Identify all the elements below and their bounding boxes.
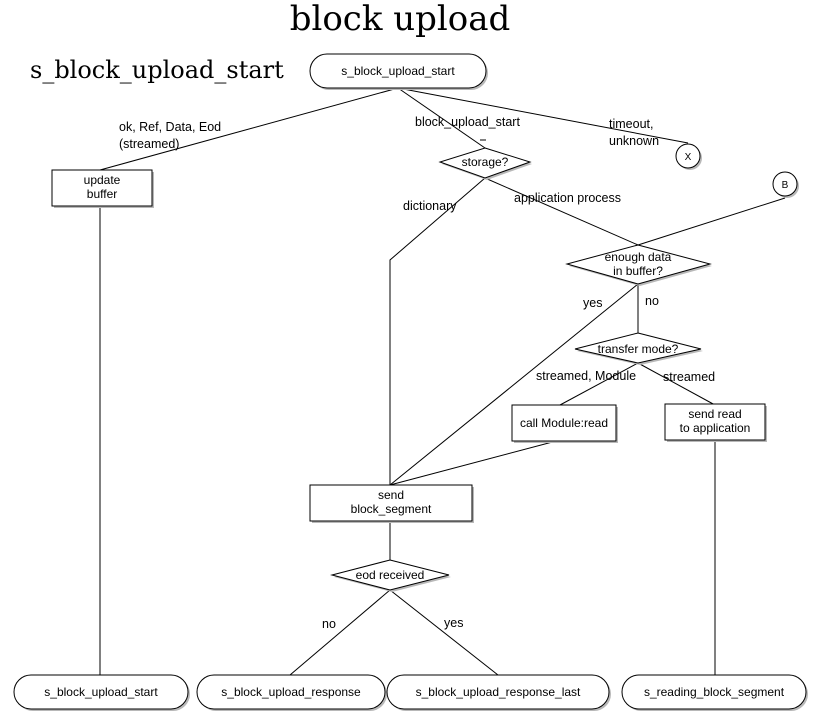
node-update-buffer-line2: buffer [87, 187, 117, 201]
node-x-label: X [685, 152, 692, 163]
node-eod-received-decision: eod received [330, 559, 451, 592]
edge-storage-to-send-segment [389, 177, 486, 485]
label-block-upload-start: block_upload_start [415, 115, 520, 129]
label-no-enough: no [645, 294, 659, 308]
label-yes-enough: yes [583, 296, 602, 310]
label-streamed: streamed [663, 370, 715, 384]
node-end-response-last-label: s_block_upload_response_last [416, 685, 581, 699]
label-streamed-paren: (streamed) [119, 137, 179, 151]
edge-start-to-update-buffer [99, 87, 399, 171]
node-end-start-label: s_block_upload_start [44, 685, 158, 699]
node-storage-label: storage? [462, 155, 509, 169]
label-yes-eod: yes [444, 616, 463, 630]
node-end-response-label: s_block_upload_response [221, 685, 361, 699]
node-transfer-mode-decision: transfer mode? [574, 332, 703, 365]
label-no-eod: no [322, 617, 336, 631]
label-timeout: timeout, [609, 117, 653, 131]
node-x-connector: X [675, 143, 702, 170]
edge-eod-yes-to-end-response-last [389, 589, 499, 676]
node-call-module-read: call Module:read [511, 404, 618, 443]
node-enough-data-decision: enough data in buffer? [565, 244, 712, 286]
node-send-segment-line1: send [378, 488, 404, 502]
label-streamed-module: streamed, Module [536, 369, 636, 383]
edge-eod-no-to-end-response [289, 589, 391, 676]
edge-start-to-storage [397, 87, 486, 149]
label-application-process: application process [514, 191, 621, 205]
edge-transfer-to-send-read [637, 362, 716, 406]
node-enough-line1: enough data [605, 250, 672, 264]
node-call-module-read-label: call Module:read [520, 416, 608, 430]
node-update-buffer-line1: update [84, 173, 121, 187]
diagram-title: block upload [290, 0, 511, 39]
node-end-reading: s_reading_block_segment [621, 674, 808, 711]
node-send-read-line2: to application [680, 421, 751, 435]
node-storage-decision: storage? [438, 147, 532, 180]
label-ok-ref-data-eod: ok, Ref, Data, Eod [119, 120, 221, 134]
node-start: s_block_upload_start [309, 53, 488, 90]
node-enough-line2: in buffer? [613, 264, 663, 278]
node-end-reading-label: s_reading_block_segment [644, 685, 785, 699]
node-eod-received-label: eod received [356, 568, 425, 582]
edge-enough-yes-to-send-segment [389, 283, 639, 486]
node-end-response: s_block_upload_response [196, 674, 387, 711]
edge-labels: ok, Ref, Data, Eod (streamed) block_uplo… [119, 115, 715, 631]
label-unknown: unknown [609, 134, 659, 148]
node-send-segment-line2: block_segment [351, 502, 432, 516]
node-send-read-line1: send read [688, 407, 741, 421]
edge-call-module-to-send-segment [389, 439, 561, 486]
edges [99, 87, 786, 676]
edge-transfer-to-call-module [559, 362, 639, 406]
node-b-label: B [782, 180, 789, 191]
node-transfer-mode-label: transfer mode? [598, 342, 679, 356]
state-name-heading: s_block_upload_start [30, 56, 284, 84]
node-end-start: s_block_upload_start [13, 674, 190, 711]
edge-storage-to-enough-data [484, 177, 639, 246]
node-b-connector: B [772, 171, 799, 198]
label-dictionary: dictionary [403, 199, 457, 213]
node-update-buffer: update buffer [51, 169, 154, 208]
node-send-block-segment: send block_segment [309, 484, 474, 523]
edge-start-to-x [397, 87, 689, 144]
node-start-label: s_block_upload_start [341, 64, 455, 78]
edge-b-to-enough-data [637, 197, 786, 246]
node-send-read: send read to application [664, 403, 767, 442]
node-end-response-last: s_block_upload_response_last [386, 674, 611, 711]
